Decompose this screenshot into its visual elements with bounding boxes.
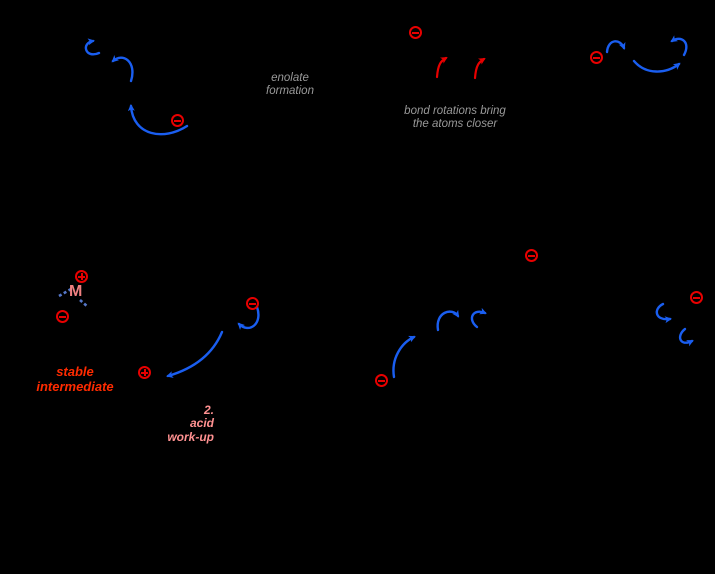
minus-charge-icon [56, 310, 70, 324]
metal-atom-label: M [69, 283, 83, 300]
minus-charge-icon [590, 51, 604, 65]
curved-arrow-right-upper [655, 302, 672, 324]
minus-charge-icon [409, 26, 423, 40]
minus-charge-icon [375, 374, 389, 388]
plus-charge-icon [75, 270, 89, 284]
curved-arrow-topleft-medium [111, 55, 134, 83]
plus-charge-icon [138, 366, 152, 380]
curved-arrow-topright-swoosh [632, 59, 681, 73]
curved-arrow-bottom-arc [436, 309, 460, 332]
metal-dashed-bond-left [58, 287, 72, 298]
enolate-formation-note: enolate formation [266, 72, 314, 97]
minus-charge-icon [525, 249, 539, 263]
curved-arrow-topleft-large [127, 104, 189, 136]
curved-arrow-right-lower [678, 327, 694, 347]
metal-dashed-bond-right [79, 299, 89, 308]
rotation-arrow-left [435, 56, 448, 79]
rotation-arrow-right [473, 57, 486, 80]
minus-charge-icon [246, 297, 260, 311]
curved-arrow-topright-hook [670, 35, 688, 57]
curved-arrow-mid-long [166, 330, 224, 378]
curved-arrow-topleft-small [84, 38, 101, 56]
curved-arrow-topright-small [605, 40, 626, 54]
minus-charge-icon [171, 114, 185, 128]
acid-workup-note: 2. acid work-up [167, 403, 214, 444]
stable-intermediate-note: stable intermediate [36, 364, 114, 394]
minus-charge-icon [690, 291, 704, 305]
bond-rotations-note: bond rotations bring the atoms closer [404, 105, 506, 130]
curved-arrow-bottom-long [392, 335, 416, 379]
curved-arrow-bottom-hook [470, 307, 487, 329]
curved-arrow-mid-hook [237, 305, 260, 331]
